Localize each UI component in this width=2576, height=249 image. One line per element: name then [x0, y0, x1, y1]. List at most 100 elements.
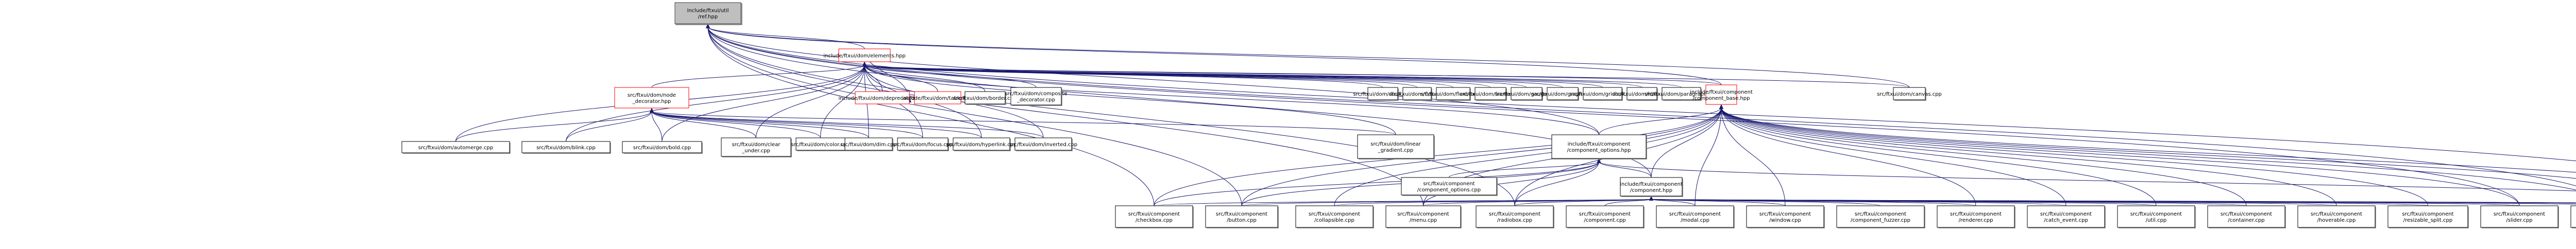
node-box [614, 87, 689, 109]
edge-input-to-ref [707, 26, 2576, 162]
node-label: src/ftxui/component [1669, 211, 1721, 217]
graph-node-component-base[interactable]: include/ftxui/component/component_base.h… [1690, 84, 1753, 105]
graph-node-elements[interactable]: include/ftxui/dom/elements.hpp [823, 48, 906, 62]
node-label: src/ftxui/component [2221, 211, 2272, 217]
node-label: src/ftxui/dom/bold.cpp [633, 145, 691, 151]
node-box [521, 141, 611, 153]
node-label: src/ftxui/component [2402, 211, 2453, 217]
node-label: /button.cpp [1227, 218, 1257, 223]
edge-linear-gradient-to-node-decorator [651, 111, 1396, 135]
graph-node-bold[interactable]: src/ftxui/dom/bold.cpp [622, 141, 703, 154]
node-box [1014, 137, 1072, 151]
node-box [914, 91, 961, 104]
graph-node-component-hpp[interactable]: include/ftxui/component/component.hpp [1620, 177, 1683, 197]
graph-node-ref[interactable]: include/ftxui/util/ref.hpp [674, 2, 742, 25]
graph-node-button[interactable]: src/ftxui/component/button.cpp [1205, 205, 1279, 228]
edge-focus-to-node-decorator [651, 111, 923, 138]
graph-node-deprecated[interactable]: include/ftxui/dom/deprecated.hpp [839, 91, 926, 104]
edge-resizable-split-to-component-base [1721, 107, 2428, 206]
node-label: src/ftxui/dom/graph.cpp [1532, 92, 1594, 97]
graph-node-linear-gradient[interactable]: src/ftxui/dom/linear_gradient.cpp [1357, 134, 1435, 159]
graph-node-util[interactable]: src/ftxui/component/util.cpp [2117, 205, 2196, 228]
graph-node-window[interactable]: src/ftxui/component/window.cpp [1746, 205, 1825, 228]
edge-renderer-to-component-base [1721, 107, 1976, 206]
node-box [1662, 87, 1701, 100]
node-box [2297, 205, 2376, 228]
node-label: src/ftxui/component [1950, 211, 2002, 217]
graph-node-dbox[interactable]: src/ftxui/dom/dbox.cpp [1353, 87, 1413, 101]
graph-node-automerge[interactable]: src/ftxui/dom/automerge.cpp [401, 141, 511, 154]
graph-node-flex[interactable]: src/ftxui/dom/flex.cpp [1389, 87, 1445, 101]
graph-node-hoverable[interactable]: src/ftxui/component/hoverable.cpp [2297, 205, 2376, 228]
node-box [2207, 205, 2285, 228]
node-box [1551, 134, 1647, 159]
node-box [1893, 87, 1926, 100]
node-box [844, 137, 893, 151]
node-box [1620, 177, 1683, 197]
graph-node-color[interactable]: src/ftxui/dom/color.cpp [791, 137, 850, 151]
graph-node-component-cpp[interactable]: src/ftxui/component/component.cpp [1566, 205, 1645, 228]
node-label: src/ftxui/dom/clear [732, 142, 781, 148]
graph-node-paragraph[interactable]: src/ftxui/dom/paragraph.cpp [1645, 87, 1718, 101]
node-label: src/ftxui/component [1579, 211, 1631, 217]
graph-node-gridbox[interactable]: src/ftxui/dom/gridbox.cpp [1569, 87, 1636, 101]
graph-node-component-fuzzer[interactable]: src/ftxui/component/component_fuzzer.cpp [1836, 205, 1925, 228]
node-box [1205, 205, 1278, 228]
graph-node-component-options-hpp[interactable]: include/ftxui/component/component_option… [1551, 134, 1647, 159]
edge-util-to-component-base [1721, 107, 2157, 206]
graph-node-renderer[interactable]: src/ftxui/component/renderer.cpp [1937, 205, 2015, 228]
node-label: /component_options.cpp [1417, 187, 1481, 193]
graph-node-dim[interactable]: src/ftxui/dom/dim.cpp [840, 137, 897, 151]
graph-node-component-options-cpp[interactable]: src/ftxui/component/component_options.cp… [1401, 177, 1498, 196]
node-box [1511, 87, 1543, 100]
graph-node-hbox[interactable]: src/ftxui/dom/hbox.cpp [1613, 87, 1672, 101]
edge-slider-to-component-base [1721, 107, 2520, 206]
graph-node-hyperlink[interactable]: src/ftxui/dom/hyperlink.cpp [946, 137, 1017, 151]
graph-node-border[interactable]: src/ftxui/dom/border.cpp [954, 91, 1017, 105]
graph-node-modal[interactable]: src/ftxui/component/modal.cpp [1656, 205, 1735, 228]
graph-node-collapsible[interactable]: src/ftxui/component/collapsible.cpp [1295, 205, 1374, 228]
edge-menu-to-ref [707, 26, 1423, 206]
node-label: include/ftxui/dom/table.hpp [902, 96, 973, 101]
edge-checkbox-to-component-options-hpp [1154, 161, 1599, 206]
graph-node-focus[interactable]: src/ftxui/dom/focus.cpp [892, 137, 953, 151]
graph-node-flexbox[interactable]: src/ftxui/dom/flexbox.cpp [1420, 87, 1486, 101]
graph-node-table[interactable]: include/ftxui/dom/table.hpp [902, 91, 973, 104]
node-label: src/ftxui/dom/color.cpp [791, 142, 850, 148]
node-box [838, 48, 891, 62]
graph-node-node-decorator[interactable]: src/ftxui/dom/node_decorator.hpp [614, 87, 689, 109]
node-box [1385, 205, 1461, 228]
arrowhead-icon [650, 108, 654, 113]
graph-node-menu[interactable]: src/ftxui/component/menu.cpp [1385, 205, 1462, 228]
graph-node-inverted[interactable]: src/ftxui/dom/inverted.cpp [1009, 137, 1077, 151]
graph-node-composite-decorator[interactable]: src/ftxui/dom/composite_decorator.cpp [1005, 87, 1067, 106]
graph-node-container[interactable]: src/ftxui/component/container.cpp [2207, 205, 2286, 228]
arrowhead-icon [862, 62, 867, 66]
node-label: src/ftxui/dom/hbox.cpp [1613, 92, 1672, 97]
graph-node-graph[interactable]: src/ftxui/dom/graph.cpp [1532, 87, 1594, 101]
node-box [1010, 87, 1062, 105]
node-label: src/ftxui/dom/flexbox.cpp [1420, 92, 1486, 97]
graph-node-canvas[interactable]: src/ftxui/dom/canvas.cpp [1877, 87, 1942, 101]
edge-window-to-component-hpp [1651, 199, 1786, 206]
edge-linear-gradient-to-elements [864, 64, 1396, 135]
graph-node-clear-under[interactable]: src/ftxui/dom/clear_under.cpp [721, 137, 792, 157]
node-box [1836, 205, 1925, 228]
edge-inverted-to-node-decorator [651, 111, 1044, 138]
node-label: src/ftxui/component [1759, 211, 1811, 217]
graph-node-gauge[interactable]: src/ftxui/dom/gauge.cpp [1495, 87, 1558, 101]
edge-dim-to-node-decorator [651, 111, 869, 138]
node-label: /slider.cpp [2506, 218, 2532, 223]
edge-radiobox-to-ref [707, 26, 1515, 206]
node-label: src/ftxui/dom/border.cpp [954, 96, 1017, 101]
graph-node-slider[interactable]: src/ftxui/component/slider.cpp [2480, 205, 2559, 228]
graph-node-dropdown[interactable]: src/ftxui/component/dropdown.cpp [2570, 205, 2576, 228]
graph-node-frame[interactable]: src/ftxui/dom/frame.cpp [1460, 87, 1521, 101]
graph-node-resizable-split[interactable]: src/ftxui/component/resizable_split.cpp [2387, 205, 2469, 228]
graph-node-radiobox[interactable]: src/ftxui/component/radiobox.cpp [1476, 205, 1554, 228]
graph-node-blink[interactable]: src/ftxui/dom/blink.cpp [521, 141, 611, 154]
graph-node-checkbox[interactable]: src/ftxui/component/checkbox.cpp [1115, 205, 1194, 228]
graph-node-catch-event[interactable]: src/ftxui/component/catch_event.cpp [2027, 205, 2106, 228]
edge-checkbox-to-component-base [1154, 107, 1722, 206]
node-label: src/ftxui/component [1309, 211, 1360, 217]
